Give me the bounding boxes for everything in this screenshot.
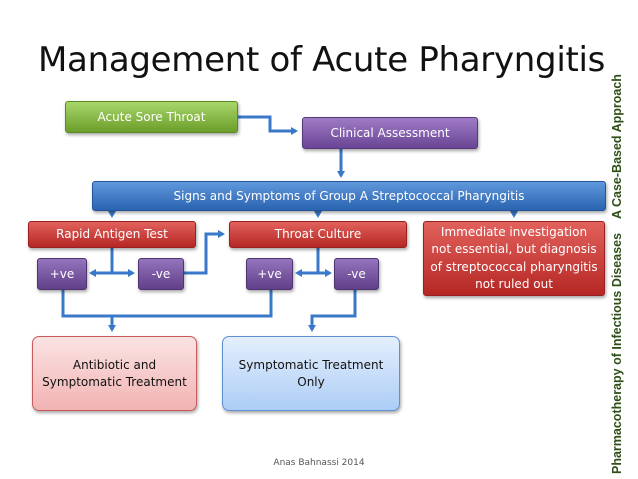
rapid-antigen-test-box: Rapid Antigen Test	[28, 221, 196, 248]
throat-culture-box: Throat Culture	[229, 221, 407, 248]
throat-culture-label: Throat Culture	[274, 227, 362, 242]
rapid-positive-label: +ve	[49, 266, 75, 281]
signs-symptoms-label: Signs and Symptoms of Group A Streptococ…	[173, 188, 525, 203]
arrow-sore-to-clinical	[238, 115, 298, 135]
immediate-investigation-label: Immediate investigation not essential, b…	[430, 224, 598, 291]
clinical-assessment-box: Clinical Assessment	[302, 117, 478, 149]
acute-sore-throat-box: Acute Sore Throat	[65, 101, 238, 133]
culture-negative-label: -ve	[347, 266, 366, 281]
antibiotic-treatment-box: Antibiotic and Symptomatic Treatment	[32, 336, 197, 411]
arrow-culturepos-down	[112, 290, 273, 318]
culture-positive-label: +ve	[257, 266, 282, 281]
immediate-investigation-box: Immediate investigation not essential, b…	[423, 221, 605, 296]
culture-positive-box: +ve	[246, 258, 293, 290]
signs-symptoms-box: Signs and Symptoms of Group A Streptococ…	[92, 181, 606, 211]
arrow-rapidneg-to-culture	[184, 230, 225, 275]
rapid-negative-box: -ve	[138, 258, 184, 290]
antibiotic-treatment-label: Antibiotic and Symptomatic Treatment	[42, 358, 187, 389]
symptomatic-only-box: Symptomatic Treatment Only	[222, 336, 400, 411]
arrow-cultureneg-to-symptomatic	[308, 290, 357, 332]
rapid-negative-label: -ve	[151, 266, 171, 281]
symptomatic-only-label: Symptomatic Treatment Only	[238, 358, 384, 389]
arrow-rapidpos-down	[61, 290, 112, 318]
clinical-assessment-label: Clinical Assessment	[330, 125, 450, 140]
acute-sore-throat-label: Acute Sore Throat	[97, 109, 206, 124]
footer-credit: Anas Bahnassi 2014	[273, 458, 365, 468]
culture-negative-box: -ve	[334, 258, 379, 290]
page-title: Management of Acute Pharyngitis	[38, 40, 606, 80]
rapid-antigen-test-label: Rapid Antigen Test	[56, 227, 168, 242]
rapid-positive-box: +ve	[37, 258, 87, 290]
